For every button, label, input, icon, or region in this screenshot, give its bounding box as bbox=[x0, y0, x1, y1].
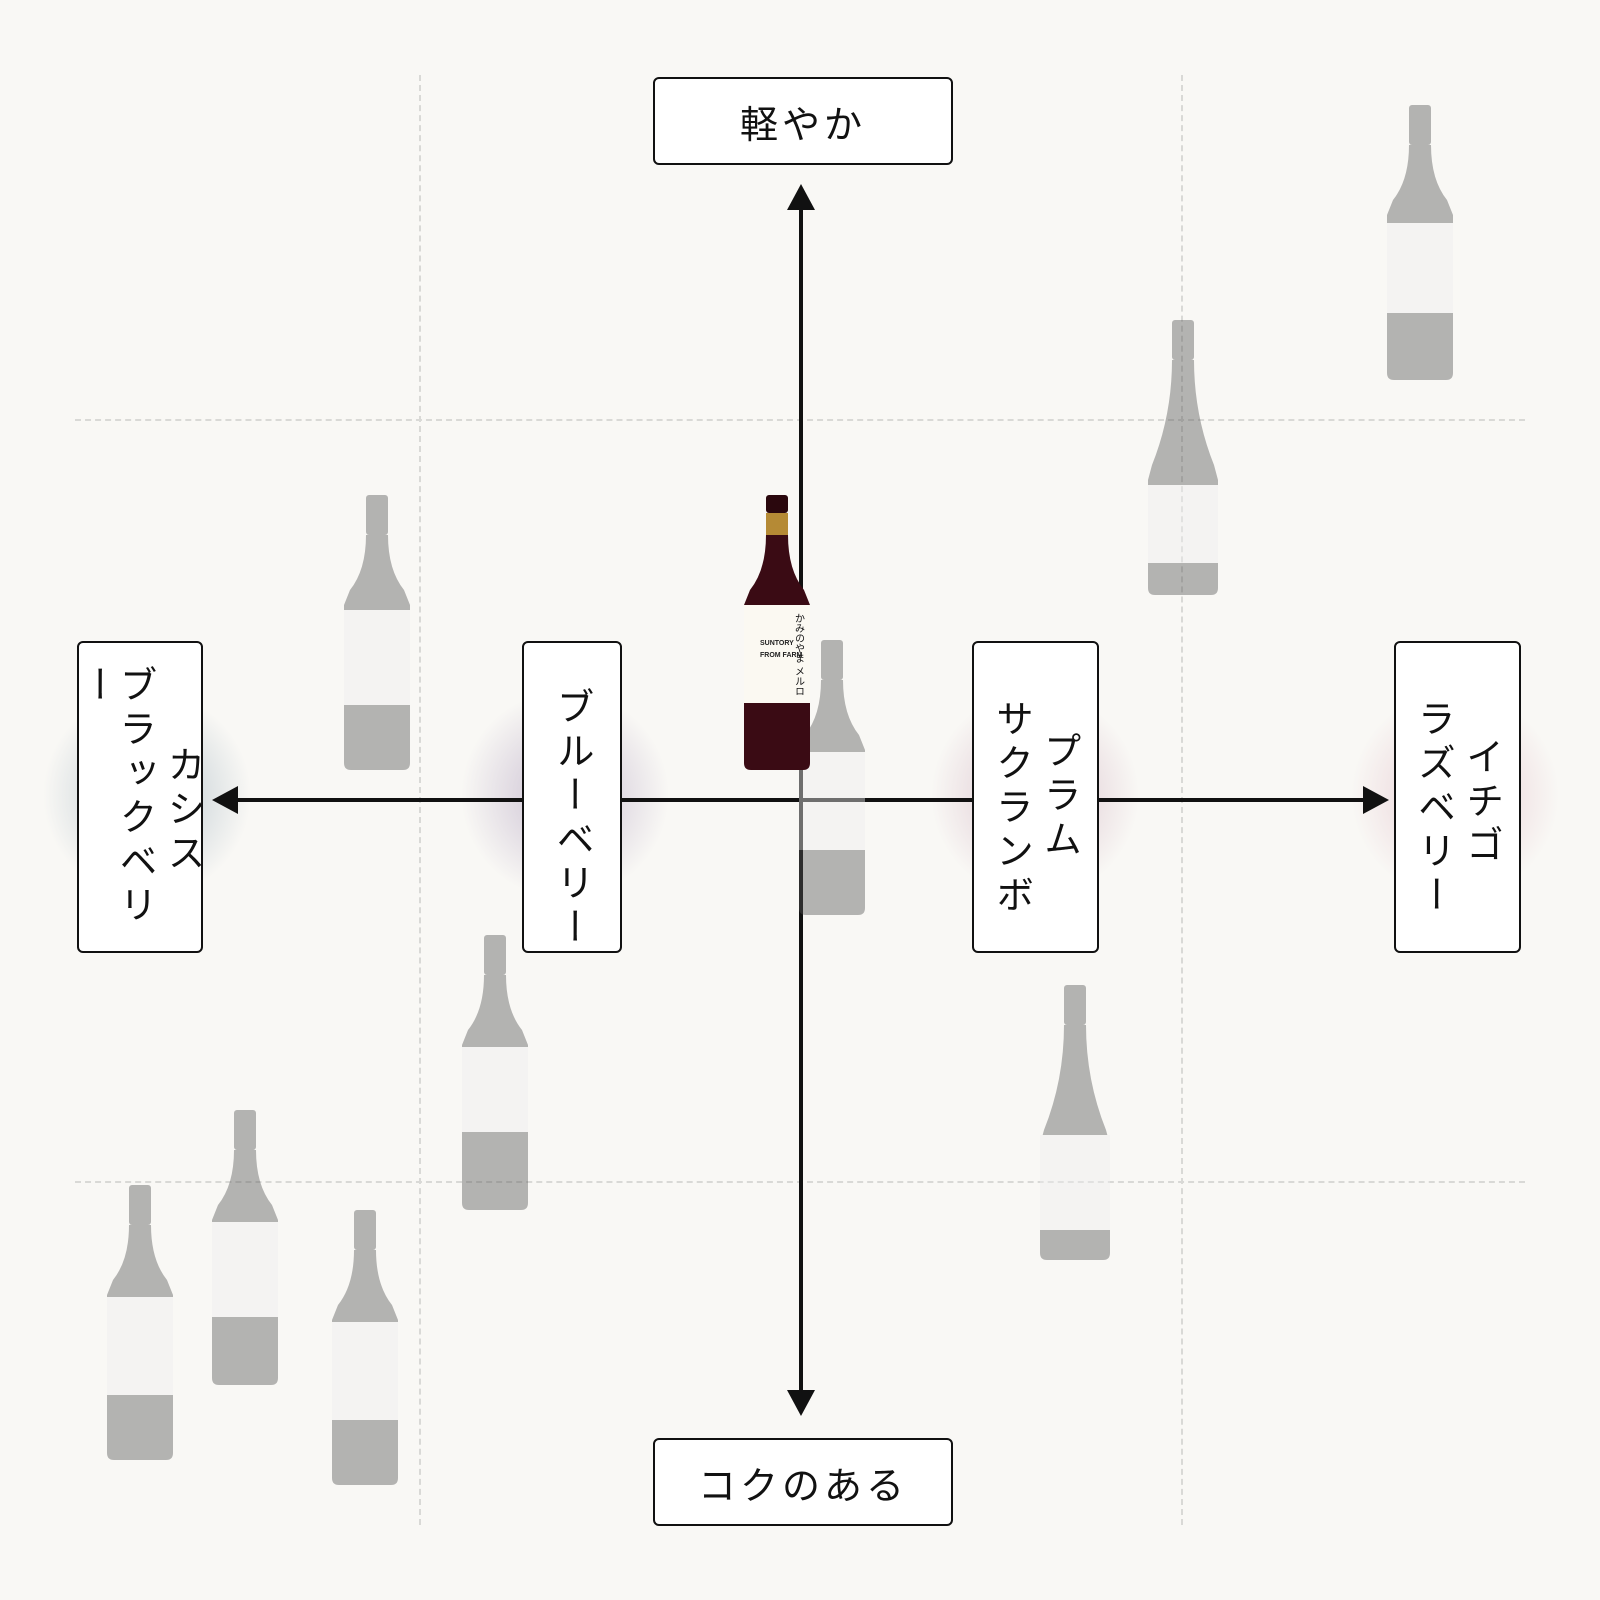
flavor-box-blueberry: ブルーベリー bbox=[522, 641, 622, 953]
horizontal-axis bbox=[228, 798, 1373, 802]
arrow-right-icon bbox=[1363, 786, 1389, 814]
wine-bottle-tomi-no-oka bbox=[799, 640, 865, 915]
flavor-cherry: サクランボ bbox=[989, 699, 1034, 919]
arrow-down-icon bbox=[787, 1390, 815, 1416]
wine-bottle-muscat-bailey-a bbox=[1387, 105, 1453, 380]
wine-bottle-tomi bbox=[332, 1210, 398, 1485]
arrow-left-icon bbox=[212, 786, 238, 814]
label-light: 軽やか bbox=[739, 102, 866, 147]
label-full-bodied-box: コクのある bbox=[653, 1438, 953, 1526]
flavor-cassis: カシス bbox=[161, 745, 205, 877]
flavor-strawberry: イチゴ bbox=[1459, 737, 1504, 869]
wine-bottle-cabernet-sauvignon bbox=[344, 495, 410, 770]
vertical-axis bbox=[799, 198, 803, 1393]
wine-bottle-muscat-bailey-a-lower-right bbox=[1040, 985, 1110, 1260]
featured-wine-bottle-kaminoyama-merlot: SUNTORY FROM FARM かみのやま メルロ bbox=[744, 495, 810, 770]
wine-bottle-shiojiri-lower-left bbox=[462, 935, 528, 1210]
flavor-box-strawberry-raspberry: イチゴ ラズベリー bbox=[1394, 641, 1521, 953]
flavor-raspberry: ラズベリー bbox=[1411, 699, 1456, 919]
flavor-box-cassis-blackberry: カシス ブラックベリー bbox=[75, 641, 205, 953]
label-full-bodied: コクのある bbox=[697, 1463, 908, 1508]
flavor-blackberry: ブラックベリー bbox=[75, 665, 157, 929]
wine-bottle-shiojiri-upper-right bbox=[1148, 320, 1218, 595]
wine-bottle-iwadarehara-upper bbox=[212, 1110, 278, 1385]
arrow-up-icon bbox=[787, 184, 815, 210]
flavor-plum: プラム bbox=[1037, 731, 1082, 863]
flavor-blueberry: ブルーベリー bbox=[550, 687, 594, 951]
featured-bottle-name: かみのやま メルロ bbox=[793, 613, 805, 696]
wine-bottle-iwadarehara-lower bbox=[107, 1185, 173, 1460]
featured-bottle-brand: SUNTORY bbox=[760, 640, 794, 647]
label-light-box: 軽やか bbox=[653, 77, 953, 165]
flavor-box-plum-cherry: プラム サクランボ bbox=[972, 641, 1099, 953]
featured-bottle-series: FROM FARM bbox=[760, 652, 803, 659]
